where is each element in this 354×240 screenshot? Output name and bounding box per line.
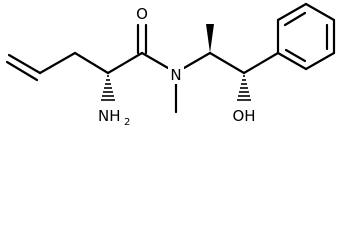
- amide-bond: [140, 51, 170, 70]
- allyl-bond-2: [73, 51, 110, 75]
- amine-group-label: NH: [98, 107, 121, 125]
- carbonyl-oxygen-label: O: [136, 5, 148, 23]
- solid-wedge-methyl: [206, 24, 214, 53]
- phenyl-ring: [276, 2, 336, 71]
- allyl-bond-1: [38, 51, 77, 75]
- hashed-wedge-amine: [101, 75, 115, 101]
- vinyl-bond-b: [5, 60, 39, 82]
- hashed-wedge-hydroxyl: [237, 75, 251, 101]
- n-ch-bond: [182, 51, 212, 70]
- amine-subscript: 2: [124, 117, 130, 128]
- hydroxyl-group-label: OH: [232, 107, 255, 125]
- vinyl-bond-a: [7, 53, 42, 75]
- nitrogen-mask: [168, 66, 184, 84]
- molecule-diagram: O N NH 2 OH: [5, 2, 336, 128]
- structure-drawing: O N NH 2 OH: [5, 2, 336, 128]
- alpha-carbonyl-bond: [106, 51, 144, 75]
- ch-phenyl-bond: [242, 51, 280, 75]
- oxygen-mask: [133, 4, 151, 24]
- amide-nitrogen-label: N: [170, 66, 181, 84]
- ch-ch-bond: [208, 51, 246, 75]
